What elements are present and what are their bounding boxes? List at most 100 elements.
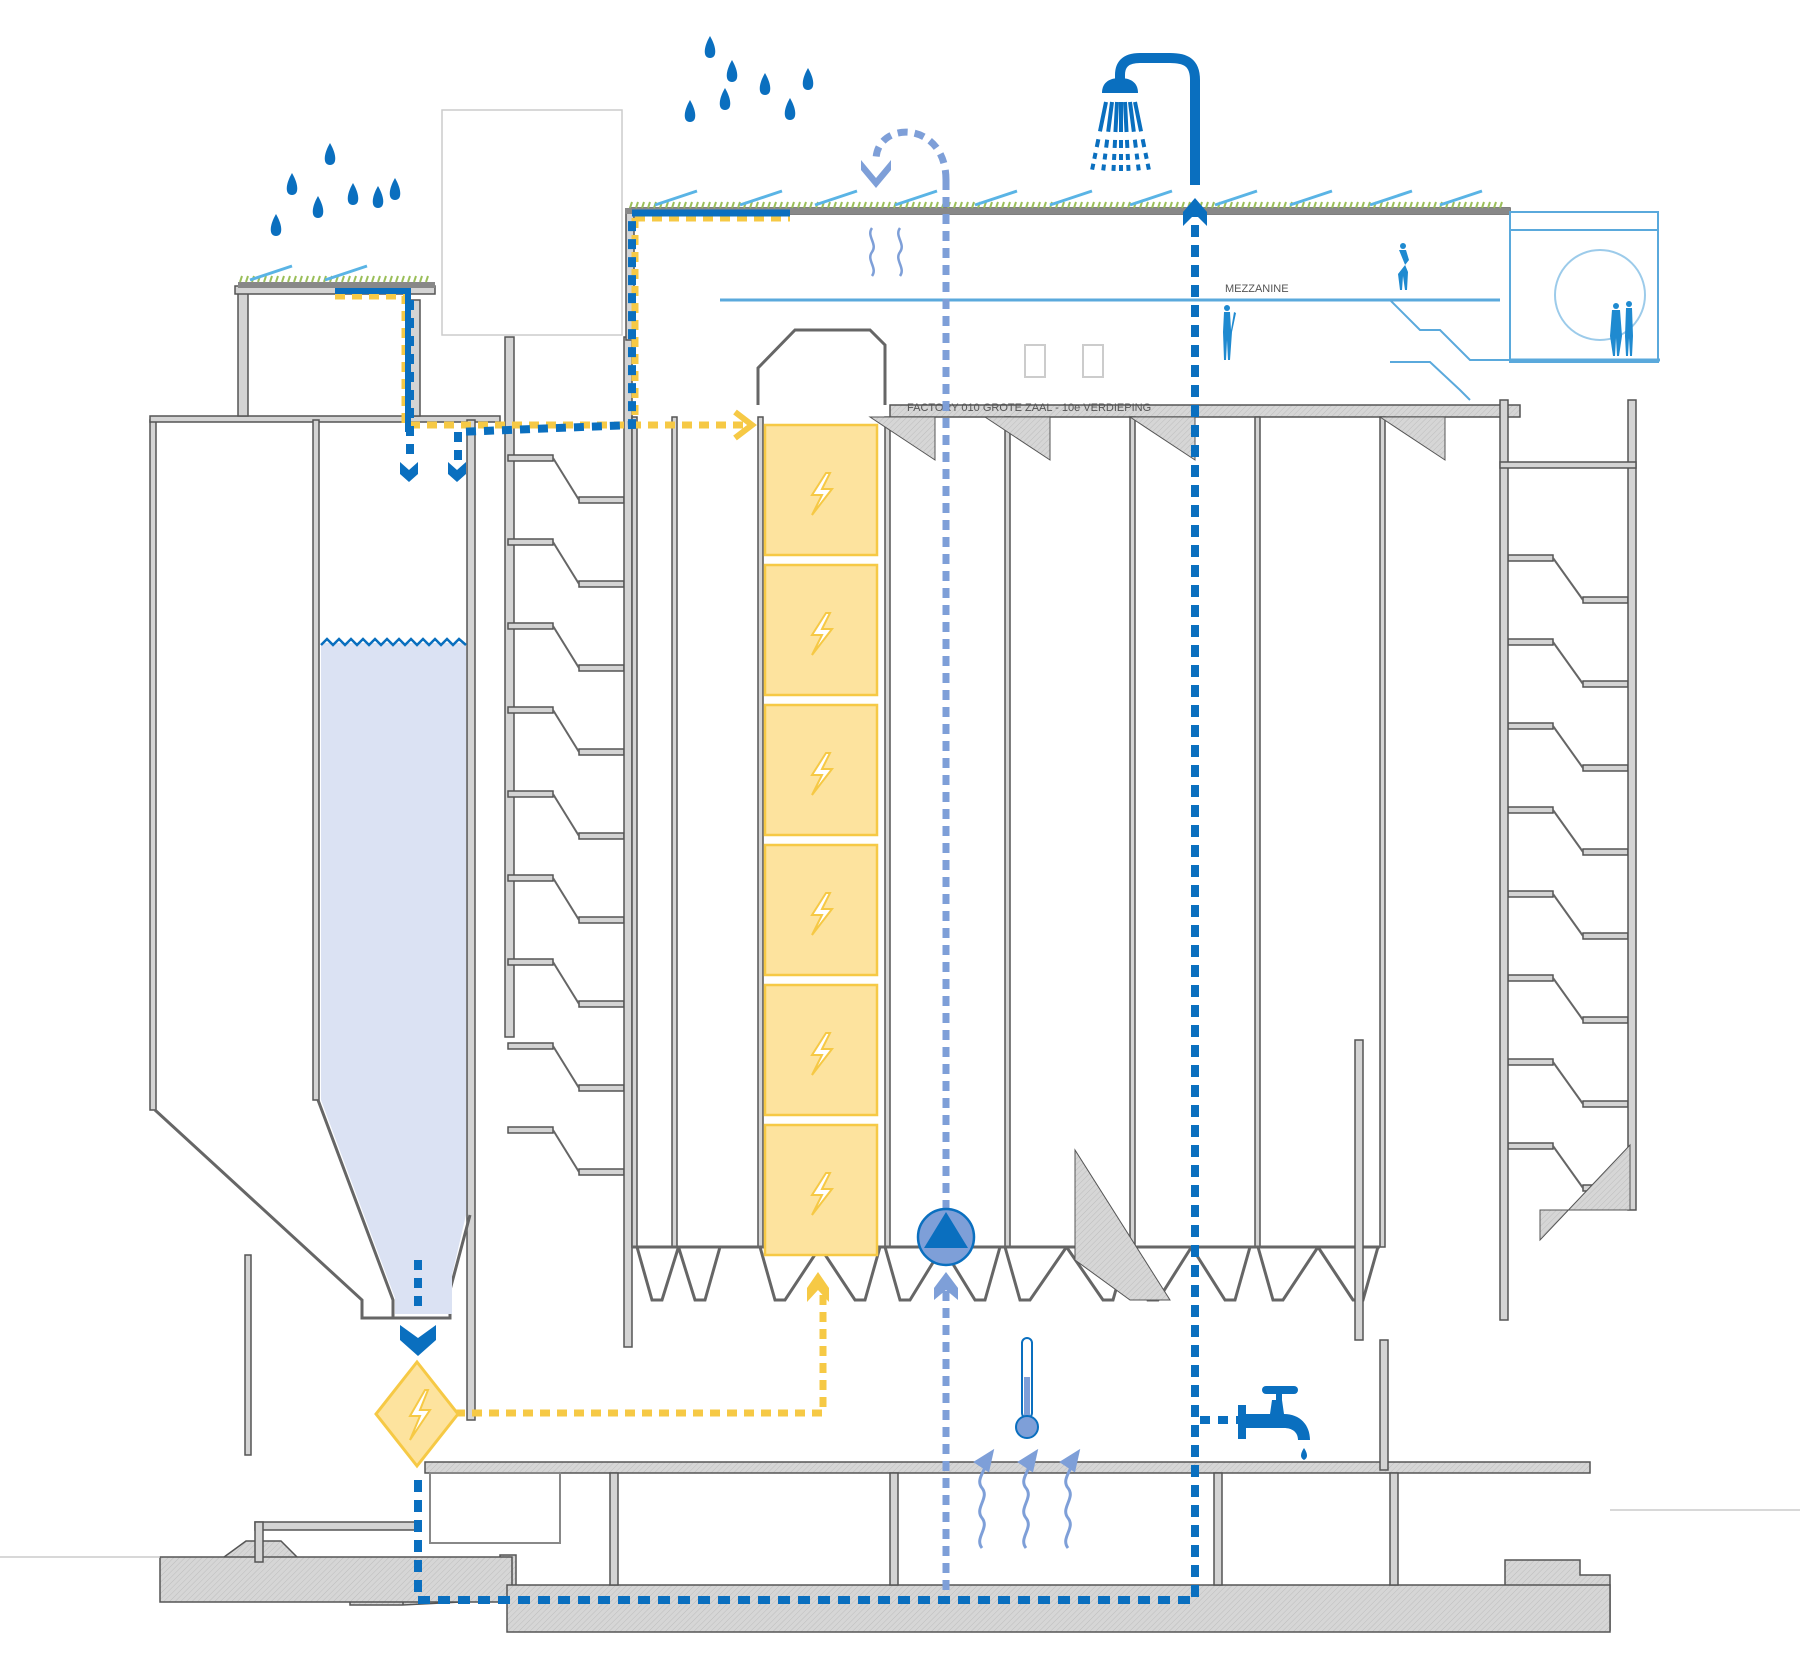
stair-flight: [1507, 974, 1629, 1024]
stair-flight: [507, 706, 625, 756]
silo-wall: [1254, 416, 1261, 1248]
green-roof-icon: [263, 275, 267, 283]
green-roof-icon: [995, 201, 999, 209]
chevron-arrow-icon: [448, 462, 466, 482]
lightning-icon: [408, 1389, 432, 1441]
battery-stack: [763, 423, 879, 1257]
green-roof-icon: [881, 201, 885, 209]
green-roof-icon: [1469, 201, 1473, 209]
green-roof-icon: [767, 201, 771, 209]
green-roof-icon: [869, 201, 873, 209]
green-roof-icon: [1355, 201, 1359, 209]
green-roof-icon: [1409, 201, 1413, 209]
green-roof-icon: [929, 201, 933, 209]
green-roof-icon: [1031, 201, 1035, 209]
green-roof-icon: [731, 201, 735, 209]
green-roof-icon: [1079, 201, 1083, 209]
left-silo: [149, 109, 623, 1456]
person-silhouette-icon: [1398, 243, 1409, 290]
green-roof-icon: [1463, 201, 1467, 209]
stair-flight: [1507, 1058, 1629, 1108]
green-roof-icon: [371, 275, 375, 283]
solar-panel-icon: [324, 264, 368, 282]
silo-hopper: [883, 1246, 1002, 1302]
stair-flight: [507, 1126, 625, 1176]
green-roof-icon: [863, 201, 867, 209]
green-roof-icon: [935, 201, 939, 209]
water-surface-icon: [320, 637, 467, 647]
green-roof-icon: [635, 201, 639, 209]
rain-drop-icon: [684, 100, 696, 122]
main-hall-label: FACTORY 010 GROTE ZAAL - 10e VERDIEPING: [907, 402, 1151, 414]
stair-flight: [507, 1042, 625, 1092]
green-roof-icon: [347, 275, 351, 283]
green-roof-icon: [1037, 201, 1041, 209]
rain-drop-icon: [347, 183, 359, 205]
green-roof-icon: [1253, 201, 1257, 209]
green-roof-icon: [857, 201, 861, 209]
green-roof-icon: [1391, 201, 1395, 209]
rain-drop-icon: [802, 68, 814, 90]
rain-drop-icon: [704, 36, 716, 58]
solar-panel-icon: [1439, 189, 1483, 207]
green-roof-icon: [341, 275, 345, 283]
green-roof-icon: [1427, 201, 1431, 209]
green-roof-icon: [965, 201, 969, 209]
stair-flight: [1507, 890, 1629, 940]
green-roof-icon: [827, 201, 831, 209]
green-roof-icon: [1061, 201, 1065, 209]
green-roof-icon: [641, 201, 645, 209]
green-roof-icon: [1493, 201, 1497, 209]
green-roof-icon: [1085, 201, 1089, 209]
green-roof-icon: [389, 275, 393, 283]
green-roof-icon: [1127, 201, 1131, 209]
green-roof-icon: [1301, 201, 1305, 209]
chevron-arrow-icon: [934, 1272, 958, 1300]
green-roof-icon: [1421, 201, 1425, 209]
rain-drop-icon: [372, 186, 384, 208]
solar-panel-icon: [1369, 189, 1413, 207]
green-roof-icon: [1013, 201, 1017, 209]
person-silhouette-icon: [1625, 301, 1633, 356]
battery-cell: [763, 563, 879, 697]
green-roof-icon: [293, 275, 297, 283]
green-roof-icon: [875, 201, 879, 209]
green-roof-icon: [281, 275, 285, 283]
green-roof-icon: [683, 201, 687, 209]
green-roof-icon: [1091, 201, 1095, 209]
stair-flight: [507, 454, 625, 504]
green-roof-icon: [1247, 201, 1251, 209]
green-roof-icon: [1397, 201, 1401, 209]
green-roof-icon: [1403, 201, 1407, 209]
green-roof-icon: [737, 201, 741, 209]
green-roof-icon: [725, 201, 729, 209]
silo-wall: [757, 416, 764, 1248]
groundwater-flow: [872, 128, 950, 1590]
battery-cell: [763, 843, 879, 977]
green-roof-icon: [1025, 201, 1029, 209]
green-roof-icon: [791, 201, 795, 209]
heat-waves-icon: [869, 227, 903, 277]
rain-drops-icon: [270, 36, 814, 236]
green-roof-icon: [311, 275, 315, 283]
stair-flight: [507, 874, 625, 924]
person-silhouette-icon: [1610, 303, 1622, 356]
green-roof-icon: [353, 275, 357, 283]
green-roof-icon: [407, 275, 411, 283]
green-roof-icon: [917, 201, 921, 209]
green-roof-icon: [1487, 201, 1491, 209]
green-roof-icon: [971, 201, 975, 209]
green-roof-icon: [1241, 201, 1245, 209]
green-roof-icon: [689, 201, 693, 209]
silo-wall: [1129, 416, 1136, 1248]
green-roof-icon: [1043, 201, 1047, 209]
rainwater-flow: [335, 209, 1245, 1604]
green-roof-icon: [911, 201, 915, 209]
green-roof-icon: [1121, 201, 1125, 209]
battery-cell: [763, 983, 879, 1117]
green-roof-icon: [749, 201, 753, 209]
green-roof-icon: [695, 201, 699, 209]
green-roof-icon: [269, 275, 273, 283]
green-roof-icon: [761, 201, 765, 209]
